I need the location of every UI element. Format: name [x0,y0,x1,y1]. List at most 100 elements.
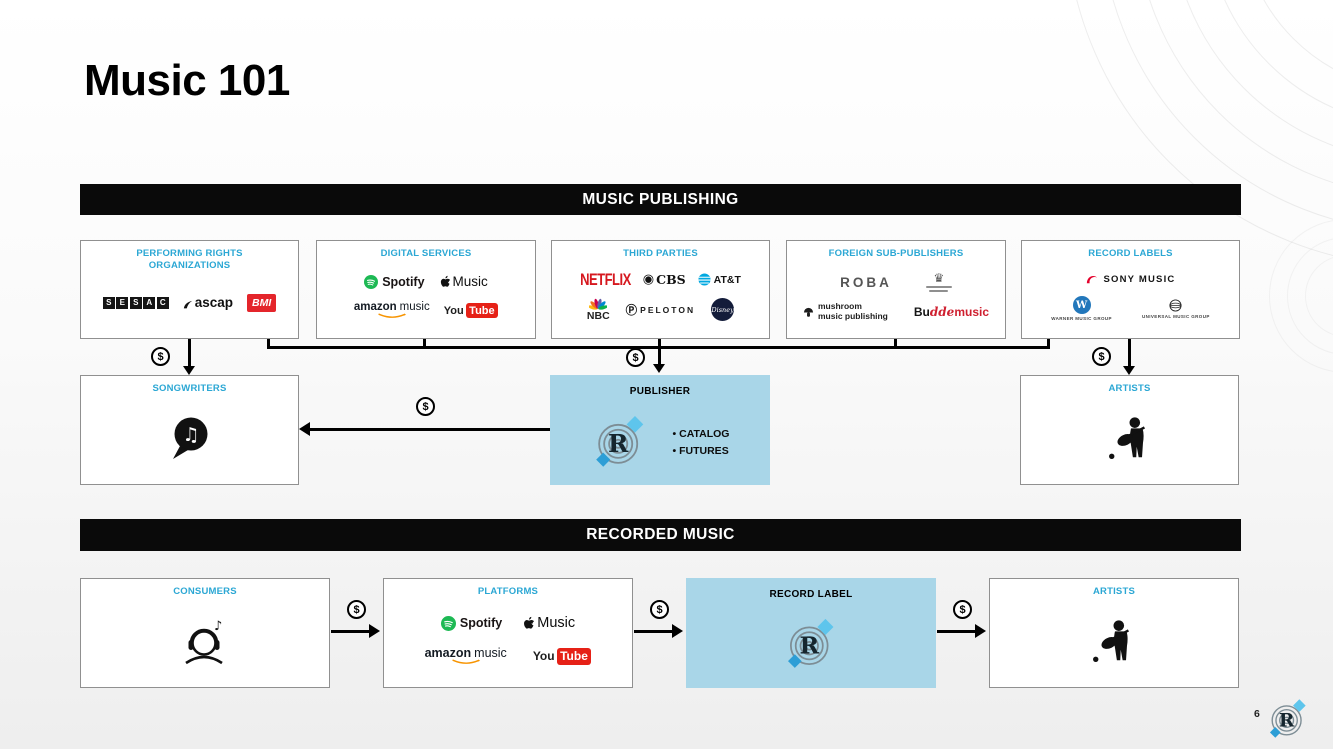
foreign-crest-logo: ♛ [925,271,952,293]
icon-wrap: R [783,600,839,688]
box-label: ARTISTS [1092,586,1136,597]
box-publisher: PUBLISHER R • CATALOG • FUTURES [550,375,770,485]
spotify-icon [440,615,456,631]
icon-wrap: ♫ [164,395,216,484]
arrow-to-publisher [653,364,665,373]
connector-line [1128,339,1131,366]
logo-row: Spotify Music [364,274,488,289]
logo-row: ROBA ♛ [840,271,952,293]
box-record-labels: RECORD LABELS SONY MUSIC W WARNER MUSIC … [1021,240,1240,339]
decorative-ring [1065,0,1333,267]
page-number: 6 [1254,708,1260,720]
svg-text:♫: ♫ [182,424,199,446]
box-label: PLATFORMS [477,586,539,597]
box-label: THIRD PARTIES [623,248,698,259]
spotify-icon [364,274,379,289]
box-artists-recorded: ARTISTS [989,578,1239,688]
decorative-ring [1269,219,1333,373]
connector-line [658,346,661,365]
music-publishing-banner: MUSIC PUBLISHING [80,184,1241,215]
icon-wrap [1105,395,1155,484]
att-globe-icon [698,273,711,286]
icon-wrap [1089,598,1139,687]
box-label: ARTISTS [1108,383,1151,394]
connector-line [310,428,550,431]
publisher-bullets: • CATALOG • FUTURES [672,427,730,457]
guitarist-icon [1108,417,1145,460]
money-icon: $ [151,347,170,366]
arrow-to-artists [1123,366,1135,375]
recorded-music-banner: RECORDED MUSIC [80,519,1241,551]
page-title: Music 101 [84,56,290,105]
logo-row: SONY MUSIC [1085,273,1175,286]
logo-row: Spotify Music [440,615,575,631]
apple-music-logo: Music [439,274,488,289]
logo-rows: NETFLIX ◉ CBS AT&T [552,260,769,338]
warner-w-icon: W [1072,296,1091,315]
sony-swirl-icon [1087,275,1098,283]
crest-icon: ♛ [933,271,945,286]
svg-text:R: R [799,632,819,660]
money-icon: $ [953,600,972,619]
box-platforms: PLATFORMS Spotify Music [383,578,633,688]
netflix-logo: NETFLIX [580,270,631,289]
ascap-wing-icon [183,300,192,308]
guitarist-icon [1093,620,1129,663]
box-foreign-sub-publishers: FOREIGN SUB-PUBLISHERS ROBA ♛ mushro [786,240,1006,339]
arrow-to-record-label [672,624,683,638]
roba-logo: ROBA [840,274,892,290]
box-artists-publishing: ARTISTS [1020,375,1239,485]
publisher-content: R • CATALOG • FUTURES [591,399,730,485]
money-icon: $ [416,397,435,416]
nbc-peacock-icon [589,299,608,310]
reservoir-logo: R [788,618,834,668]
peloton-logo: Ⓟ PELOTON [626,302,695,318]
connector-line [188,339,191,366]
connector-line [937,630,975,633]
logo-row: W WARNER MUSIC GROUP UNIVERSAL MUSIC GRO… [1051,296,1210,321]
disney-records-logo: Disney [711,298,735,322]
svg-text:R: R [1279,711,1295,732]
box-record-label: RECORD LABEL R [686,578,936,688]
connector-line [267,339,270,347]
connector-line [1047,339,1050,347]
box-label: DIGITAL SERVICES [380,248,472,259]
nbc-logo: NBC [587,297,610,322]
reservoir-footer-logo: R [1269,699,1306,738]
universal-globe-icon [1169,299,1182,312]
logo-rows: SONY MUSIC W WARNER MUSIC GROUP UNIVERSA… [1022,260,1239,338]
warner-music-logo: W WARNER MUSIC GROUP [1051,296,1112,321]
spotify-logo: Spotify [364,274,425,289]
box-label: CONSUMERS [173,586,237,597]
bmi-logo: BMI [247,293,277,312]
box-digital-services: DIGITAL SERVICES Spotify Music [316,240,536,339]
mushroom-music-logo: mushroom music publishing [803,301,888,322]
sony-music-logo: SONY MUSIC [1085,273,1175,286]
box-label: RECORD LABEL [769,589,853,600]
ascap-logo: ascap [183,296,233,310]
apple-icon [524,616,535,629]
listener-icon: ♪ [185,619,223,665]
spotify-logo: Spotify [440,615,502,631]
box-label: FOREIGN SUB-PUBLISHERS [828,248,964,259]
logo-row: NETFLIX ◉ CBS AT&T [580,270,741,289]
reservoir-logo: R [595,415,643,467]
money-icon: $ [626,348,645,367]
money-icon: $ [347,600,366,619]
arrow-to-songwriters [299,422,310,436]
box-consumers: CONSUMERS ♪ [80,578,330,688]
money-icon: $ [650,600,669,619]
arrow-to-songwriters [183,366,195,375]
universal-music-logo: UNIVERSAL MUSIC GROUP [1142,299,1210,319]
box-label: PUBLISHER [629,386,691,397]
